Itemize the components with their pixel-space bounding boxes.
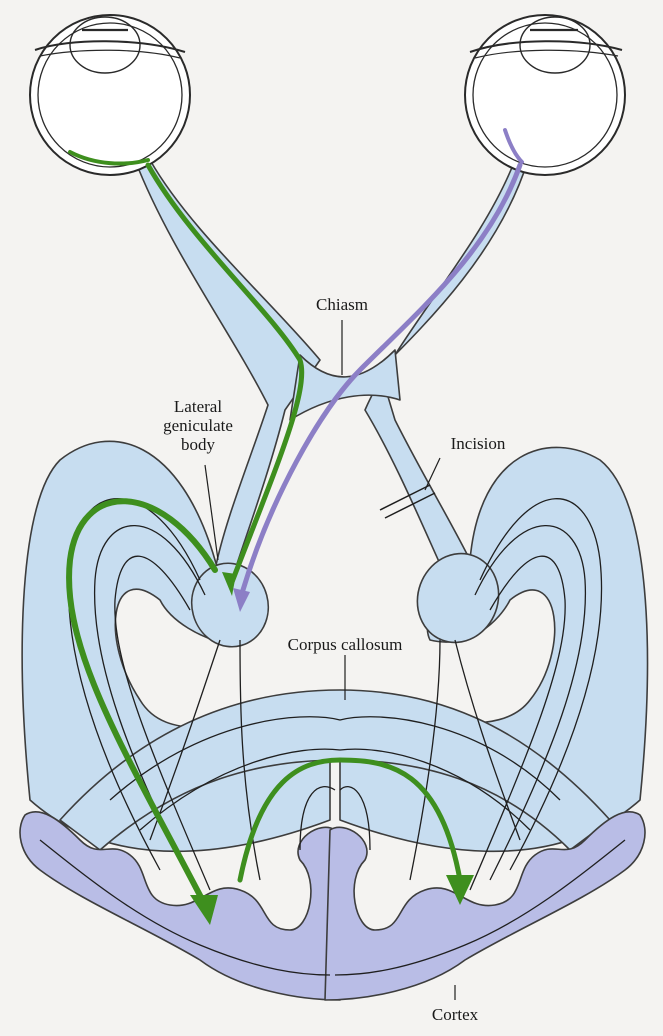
left-eye bbox=[30, 15, 190, 175]
lgb-label-line2: geniculate bbox=[163, 416, 233, 435]
incision-leader bbox=[425, 458, 440, 490]
cortex-label: Cortex bbox=[432, 1005, 479, 1024]
chiasm-label: Chiasm bbox=[316, 295, 368, 314]
lgb-label-line3: body bbox=[181, 435, 216, 454]
lgb-label-line1: Lateral bbox=[174, 397, 222, 416]
right-eye bbox=[465, 15, 625, 175]
corpus-callosum-label: Corpus callosum bbox=[288, 635, 403, 654]
incision-label: Incision bbox=[451, 434, 506, 453]
